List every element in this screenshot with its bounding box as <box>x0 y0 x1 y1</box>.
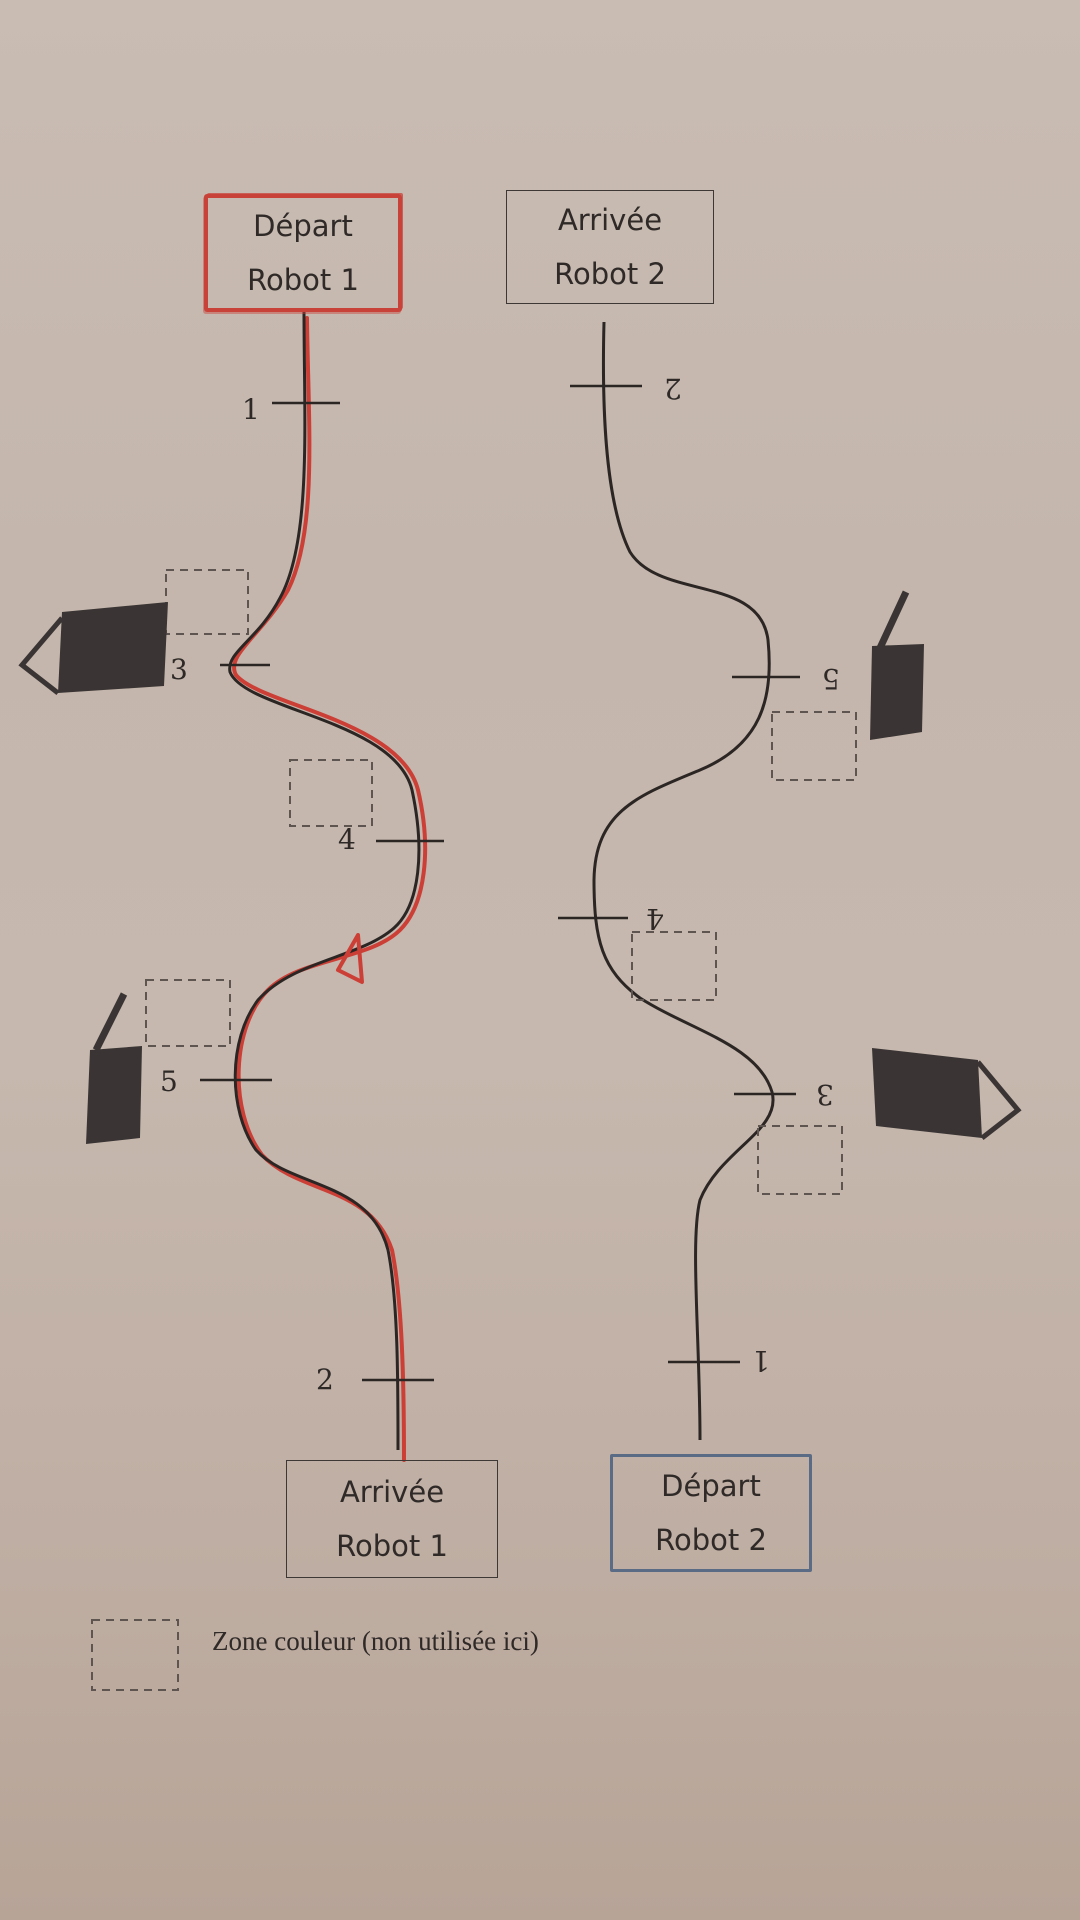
color-zone <box>289 759 373 827</box>
robot2-end-line1: Arrivée <box>557 203 663 237</box>
robot2-marker-label: 4 <box>646 902 664 935</box>
robot1-marker-label: 4 <box>338 823 356 856</box>
robot1-highlight-path <box>232 316 428 1462</box>
book-object-icon <box>86 992 142 1144</box>
robot1-start-box: Départ Robot 1 <box>204 194 402 312</box>
robot1-marker-label: 3 <box>170 653 188 686</box>
color-zone <box>165 569 249 635</box>
robot1-start-line2: Robot 1 <box>247 263 359 297</box>
robot1-marker-label: 1 <box>242 393 260 426</box>
color-zone <box>757 1125 843 1195</box>
robot2-marker-label: 1 <box>752 1344 770 1377</box>
color-zone <box>771 711 857 781</box>
robot1-end-line1: Arrivée <box>339 1475 445 1509</box>
legend-text: Zone couleur (non utilisée ici) <box>212 1626 539 1656</box>
legend-zone-sample <box>91 1619 179 1691</box>
pencil-object-icon <box>872 1048 1022 1140</box>
robot1-start-line1: Départ <box>253 209 353 243</box>
robot2-end-line2: Robot 2 <box>554 257 666 291</box>
robot2-start-box: Départ Robot 2 <box>610 1454 812 1572</box>
robot1-end-line2: Robot 1 <box>336 1529 448 1563</box>
pencil-object-icon <box>18 602 168 695</box>
color-zone <box>631 931 717 1001</box>
color-zone <box>145 979 231 1047</box>
robot2-start-line2: Robot 2 <box>655 1523 767 1557</box>
robot1-end-box: Arrivée Robot 1 <box>286 1460 498 1578</box>
robot1-track-line <box>228 311 421 1451</box>
robot2-end-box: Arrivée Robot 2 <box>506 190 714 304</box>
robot2-marker-label: 3 <box>816 1078 834 1111</box>
robot1-marker-label: 2 <box>316 1363 334 1396</box>
robot2-start-line1: Départ <box>661 1469 761 1503</box>
robot2-track-line <box>592 321 775 1441</box>
book-object-icon <box>870 590 924 740</box>
direction-arrow-icon <box>336 933 364 984</box>
robot2-marker-label: 5 <box>822 662 840 695</box>
robot2-marker-label: 2 <box>664 372 682 405</box>
robot1-marker-label: 5 <box>160 1065 178 1098</box>
